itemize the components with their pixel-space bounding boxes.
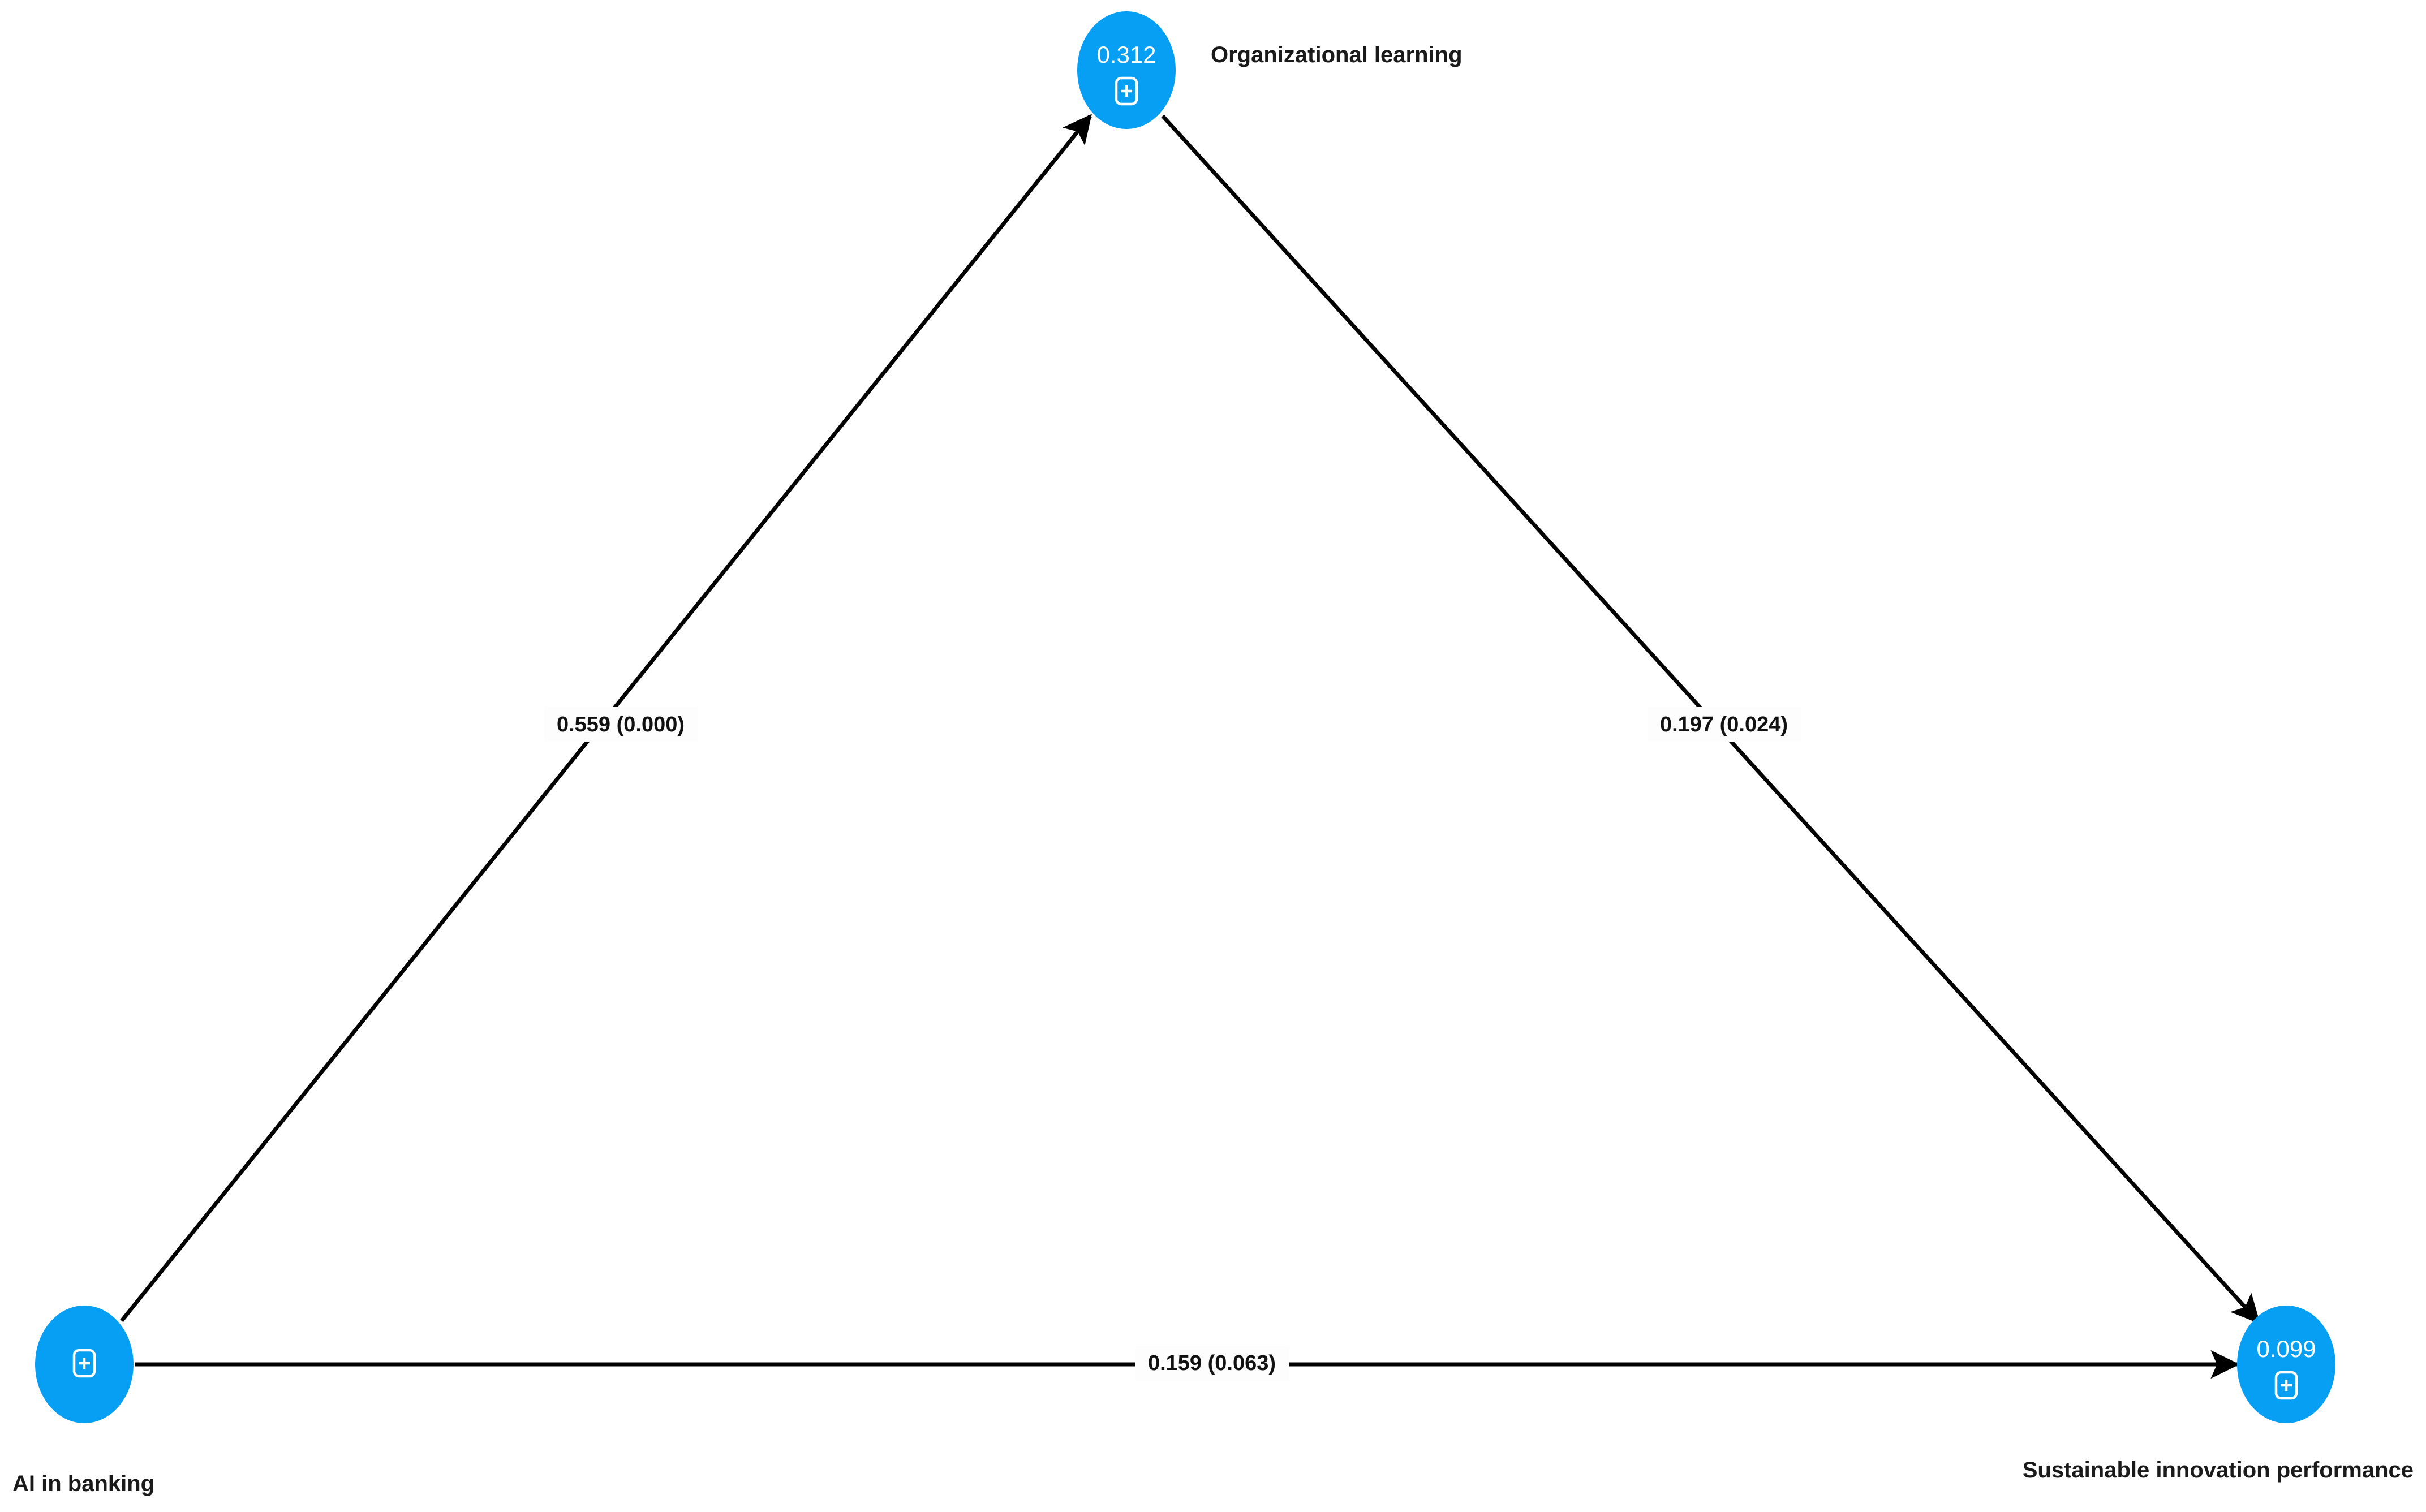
edge-ai-to-sustainable-innovation-performance[interactable]: 0.159 (0.063) bbox=[135, 1346, 2240, 1381]
edge-label-organizational-learning-to-sustainable-innovation-performance: 0.197 (0.024) bbox=[1660, 713, 1788, 736]
plus-expand-icon[interactable] bbox=[2274, 1371, 2298, 1400]
node-organizational-learning[interactable]: 0.312 Organizational learning bbox=[1077, 11, 1463, 129]
node-sustainable-innovation-performance[interactable]: 0.099 Sustainable innovation performance bbox=[2023, 1306, 2414, 1483]
node-label-ai-in-banking: AI in banking bbox=[12, 1471, 154, 1496]
edge-organizational-learning-to-sustainable-innovation-performance[interactable]: 0.197 (0.024) bbox=[1161, 114, 2261, 1324]
edge-label-backdrop bbox=[1135, 1346, 1289, 1381]
node-ai-in-banking[interactable]: AI in banking bbox=[12, 1306, 154, 1496]
plus-expand-icon[interactable] bbox=[1115, 76, 1138, 106]
node-shape[interactable] bbox=[2237, 1306, 2335, 1423]
node-r2-value-organizational-learning: 0.312 bbox=[1096, 41, 1156, 68]
plus-icon-border bbox=[1115, 76, 1138, 106]
edge-ai-to-organizational-learning[interactable]: 0.559 (0.000) bbox=[120, 114, 1092, 1323]
edge-label-ai-to-sustainable-innovation-performance: 0.159 (0.063) bbox=[1148, 1351, 1276, 1375]
edge-label-backdrop bbox=[544, 707, 698, 742]
node-layer: AI in banking 0.312 Organizational learn… bbox=[12, 11, 2414, 1496]
plus-icon-border bbox=[72, 1349, 96, 1378]
edge-label-ai-to-organizational-learning: 0.559 (0.000) bbox=[557, 713, 685, 736]
plus-expand-icon[interactable] bbox=[72, 1349, 96, 1378]
plus-icon-border bbox=[2274, 1371, 2298, 1400]
edge-layer: 0.559 (0.000) 0.197 (0.024) 0.159 (0.063… bbox=[120, 114, 2261, 1381]
node-r2-value-sustainable-innovation-performance: 0.099 bbox=[2256, 1336, 2316, 1362]
node-label-sustainable-innovation-performance: Sustainable innovation performance bbox=[2023, 1458, 2414, 1483]
node-shape[interactable] bbox=[1077, 11, 1176, 129]
node-label-organizational-learning: Organizational learning bbox=[1211, 42, 1463, 67]
edge-label-backdrop bbox=[1648, 707, 1801, 742]
